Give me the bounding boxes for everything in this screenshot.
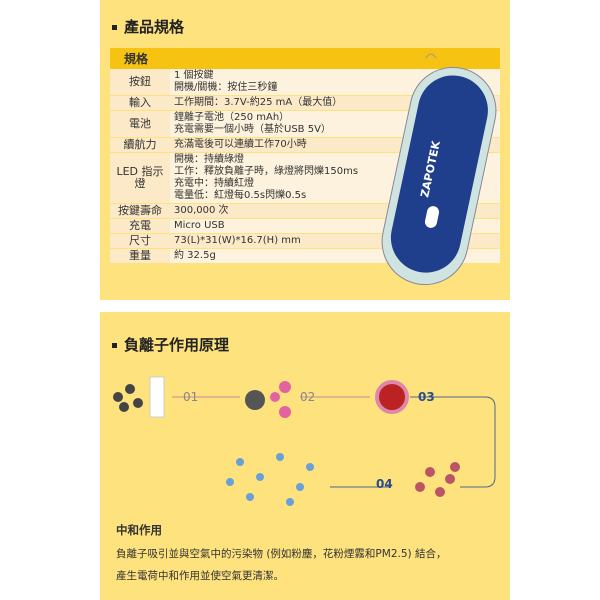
description-line-1: 負離子吸引並與空氣中的污染物 (例如粉塵，花粉煙霧和PM2.5) 結合，	[116, 548, 447, 560]
step-02: 02	[300, 390, 316, 404]
spec-key: 充電	[110, 218, 170, 234]
spec-value-line: 300,000 次	[174, 205, 229, 216]
spec-key: 尺寸	[110, 233, 170, 249]
spec-key: 按鍵壽命	[110, 203, 170, 219]
description-line-2: 產生電荷中和作用並使空氣更清潔。	[116, 570, 284, 582]
spec-key: 電池	[110, 110, 170, 138]
spec-value-line: 充電中：持續紅燈	[174, 178, 254, 189]
spec-value-line: 約 32.5g	[174, 250, 216, 261]
spec-panel: 產品規格 規格 按鈕 1 個按鍵開機/關機：按住三秒鐘輸入工作期間：3.7V-約2…	[100, 0, 510, 300]
spec-key: LED 指示燈	[110, 152, 170, 204]
subtitle: 中和作用	[116, 523, 162, 537]
principle-diagram	[113, 376, 496, 506]
spec-key: 輸入	[110, 95, 170, 111]
step-03: 03	[418, 390, 435, 404]
spec-value-line: 充滿電後可以連續工作70小時	[174, 139, 307, 150]
spec-key: 續航力	[110, 137, 170, 153]
spec-value-line: 電量低：紅燈每0.5s閃爍0.5s	[174, 190, 307, 201]
step-01: 01	[183, 390, 199, 404]
spec-value-line: 1 個按鍵	[174, 70, 214, 81]
step-04: 04	[376, 477, 393, 491]
spec-title: 產品規格	[112, 16, 184, 37]
spec-value-line: 工作：釋放負離子時，綠燈將閃爍150ms	[174, 166, 359, 177]
principle-panel: 負離子作用原理 01 02 03 04 中和作用 負離子吸引並與空氣中的污染物 …	[100, 312, 510, 600]
spec-key: 按鈕	[110, 69, 170, 96]
spec-value-line: 開機：持續綠燈	[174, 154, 244, 165]
spec-value-line: 鋰離子電池（250 mAh）	[174, 112, 290, 123]
device-image: ZAPOTEK	[381, 53, 497, 286]
spec-key: 重量	[110, 248, 170, 264]
spec-value-line: 73(L)*31(W)*16.7(H) mm	[174, 235, 301, 246]
spec-value-line: 工作期間：3.7V-約25 mA（最大值）	[174, 97, 343, 108]
spec-value-line: 開機/關機：按住三秒鐘	[174, 82, 278, 93]
spec-value-line: Micro USB	[174, 220, 225, 231]
spec-value-line: 充電需要一個小時（基於USB 5V）	[174, 124, 331, 135]
spec-header: 規格	[110, 48, 500, 69]
principle-title: 負離子作用原理	[112, 334, 229, 355]
